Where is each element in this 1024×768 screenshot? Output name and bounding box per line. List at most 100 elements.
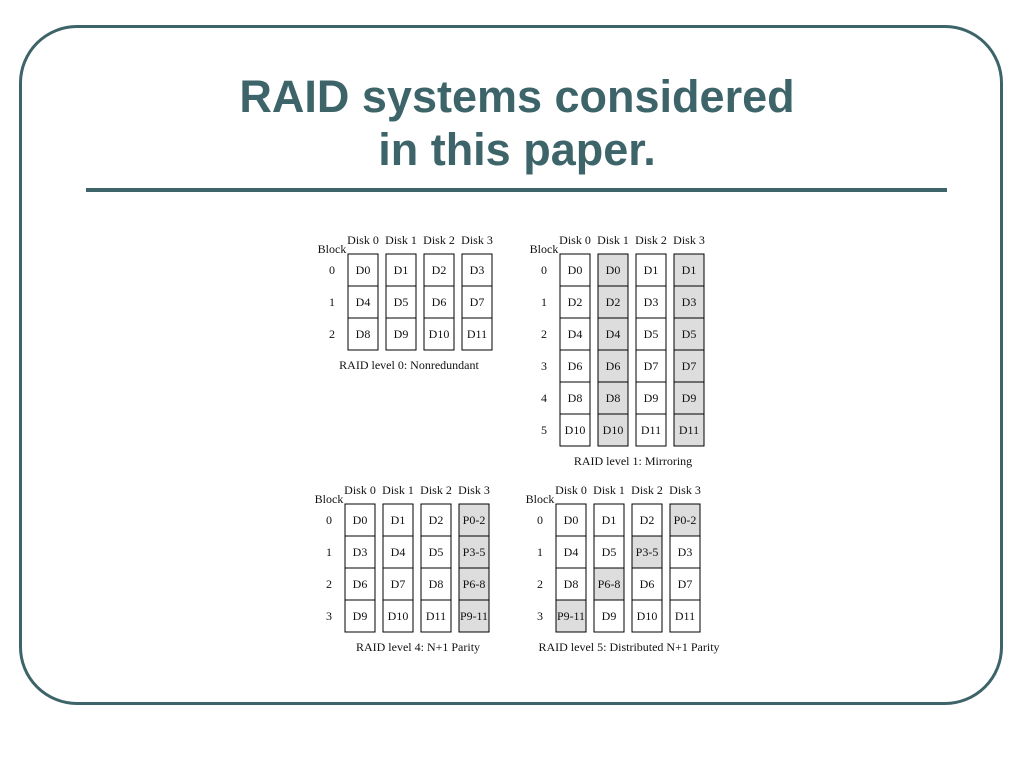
cell-label: D8 <box>564 577 579 591</box>
cell-label: D1 <box>682 263 697 277</box>
parity-cell <box>593 567 625 601</box>
cell-label: D6 <box>432 295 447 309</box>
cell-label: D4 <box>568 327 583 341</box>
cell-label: P6-8 <box>463 577 486 591</box>
panel-caption: RAID level 1: Mirroring <box>574 454 692 468</box>
cell-label: P9-11 <box>460 609 488 623</box>
data-cell <box>420 567 452 601</box>
block-number: 0 <box>541 263 547 277</box>
cell-label: D10 <box>429 327 450 341</box>
cell-label: D1 <box>394 263 409 277</box>
cell-label: D8 <box>606 391 621 405</box>
disk-header: Disk 1 <box>593 483 625 497</box>
cell-label: D0 <box>564 513 579 527</box>
cell-label: D6 <box>606 359 621 373</box>
cell-label: D1 <box>602 513 617 527</box>
cell-label: D7 <box>678 577 693 591</box>
block-number: 1 <box>329 295 335 309</box>
disk-header: Disk 2 <box>635 233 667 247</box>
cell-label: D0 <box>568 263 583 277</box>
data-cell <box>555 567 587 601</box>
cell-label: D7 <box>682 359 697 373</box>
cell-label: D3 <box>470 263 485 277</box>
parity-cell <box>669 503 701 537</box>
disk-header: Disk 3 <box>673 233 705 247</box>
parity-cell <box>673 285 705 319</box>
cell-label: P6-8 <box>598 577 621 591</box>
parity-cell <box>597 349 629 383</box>
data-cell <box>635 349 667 383</box>
cell-label: D3 <box>644 295 659 309</box>
cell-label: D10 <box>603 423 624 437</box>
cell-label: D7 <box>644 359 659 373</box>
slide-title: RAID systems considered in this paper. <box>0 70 1024 176</box>
block-number: 1 <box>326 545 332 559</box>
disk-header: Disk 2 <box>423 233 455 247</box>
data-cell <box>382 503 414 537</box>
cell-label: D4 <box>356 295 371 309</box>
disk-header: Disk 3 <box>458 483 490 497</box>
disk-header: Disk 2 <box>420 483 452 497</box>
cell-label: D11 <box>641 423 661 437</box>
cell-label: P0-2 <box>463 513 486 527</box>
cell-label: D4 <box>606 327 621 341</box>
disk-header: Disk 0 <box>344 483 376 497</box>
parity-cell <box>458 599 490 633</box>
cell-label: D2 <box>606 295 621 309</box>
data-cell <box>555 535 587 569</box>
data-cell <box>423 317 455 351</box>
data-cell <box>382 599 414 633</box>
disk-header: Disk 2 <box>631 483 663 497</box>
data-cell <box>669 567 701 601</box>
data-cell <box>344 535 376 569</box>
block-number: 3 <box>326 609 332 623</box>
cell-label: D1 <box>391 513 406 527</box>
data-cell <box>385 253 417 287</box>
title-line-2: in this paper. <box>378 124 656 175</box>
cell-label: D11 <box>679 423 699 437</box>
title-line-1: RAID systems considered <box>239 71 795 122</box>
data-cell <box>559 413 591 447</box>
data-cell <box>420 599 452 633</box>
data-cell <box>559 253 591 287</box>
data-cell <box>347 317 379 351</box>
cell-label: P3-5 <box>636 545 659 559</box>
block-number: 3 <box>541 359 547 373</box>
cell-label: D9 <box>353 609 368 623</box>
cell-label: D7 <box>470 295 485 309</box>
panel-caption: RAID level 0: Nonredundant <box>339 358 479 372</box>
parity-cell <box>673 317 705 351</box>
block-number: 4 <box>541 391 547 405</box>
cell-label: D7 <box>391 577 406 591</box>
cell-label: D10 <box>637 609 658 623</box>
cell-label: P0-2 <box>674 513 697 527</box>
data-cell <box>631 599 663 633</box>
data-cell <box>347 285 379 319</box>
parity-cell <box>597 413 629 447</box>
disk-header: Disk 3 <box>461 233 493 247</box>
cell-label: D2 <box>429 513 444 527</box>
disk-header: Disk 3 <box>669 483 701 497</box>
cell-label: D6 <box>640 577 655 591</box>
parity-cell <box>673 413 705 447</box>
data-cell <box>420 535 452 569</box>
cell-label: D3 <box>678 545 693 559</box>
data-cell <box>420 503 452 537</box>
data-cell <box>669 599 701 633</box>
data-cell <box>344 599 376 633</box>
cell-label: D5 <box>394 295 409 309</box>
block-number: 1 <box>537 545 543 559</box>
data-cell <box>382 567 414 601</box>
cell-label: D2 <box>640 513 655 527</box>
cell-label: D5 <box>644 327 659 341</box>
slide-frame <box>19 25 1003 705</box>
panel-caption: RAID level 5: Distributed N+1 Parity <box>538 640 719 654</box>
cell-label: D4 <box>564 545 579 559</box>
data-cell <box>593 503 625 537</box>
cell-label: D9 <box>394 327 409 341</box>
parity-cell <box>673 349 705 383</box>
cell-label: D8 <box>429 577 444 591</box>
